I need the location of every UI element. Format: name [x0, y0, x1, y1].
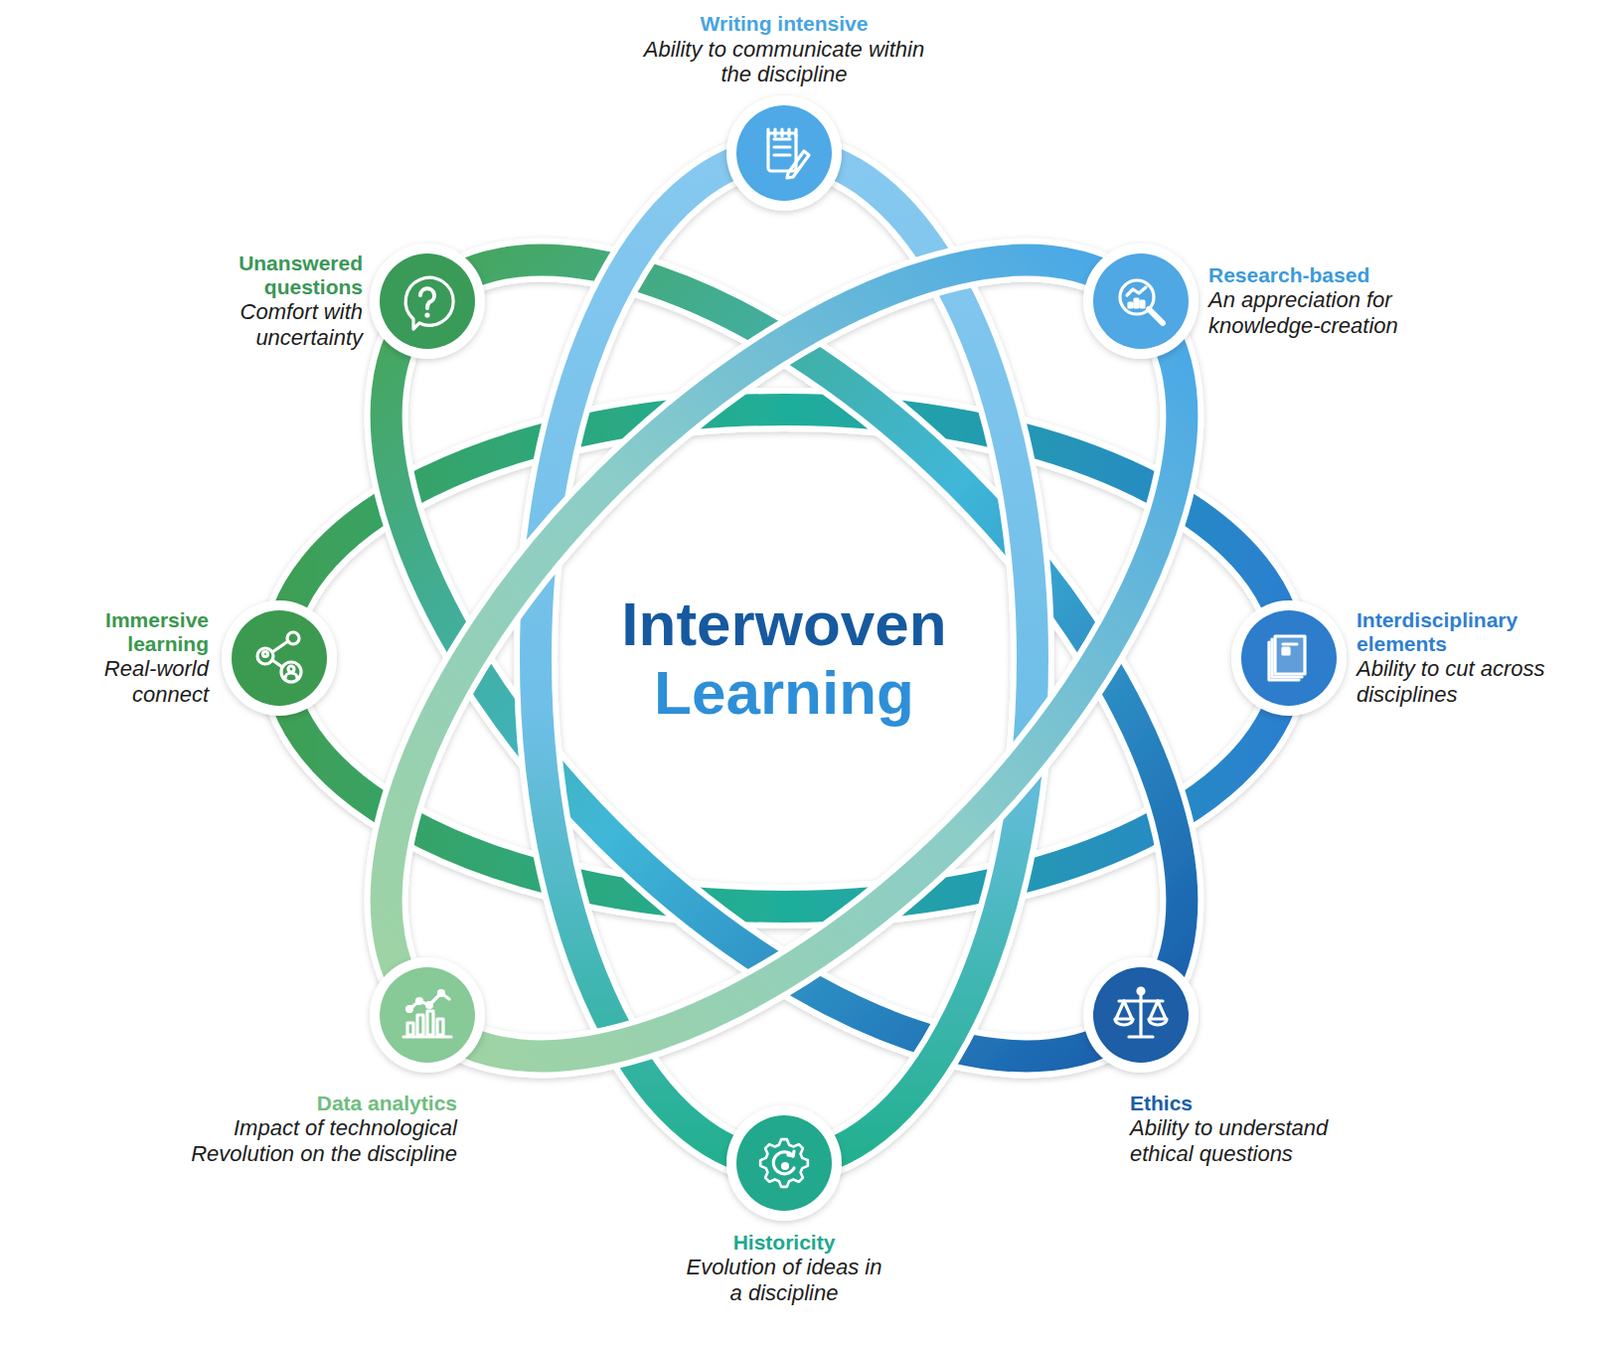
node-heading: Data analytics	[168, 1091, 458, 1116]
icon-circle	[726, 95, 842, 211]
icon-circle	[1083, 957, 1199, 1073]
woven-band	[251, 125, 1317, 1191]
node-description: An appreciation for knowledge-creation	[1208, 287, 1438, 338]
node-description: Ability to cut across disciplines	[1356, 655, 1571, 707]
icon-circle	[369, 243, 485, 359]
node-label: HistoricityEvolution of ideas in a disci…	[679, 1230, 889, 1306]
node-heading: Immersive learning	[54, 608, 209, 656]
icon-node: Data analyticsImpact of technological Re…	[369, 957, 485, 1073]
node-label: Interdisciplinary elementsAbility to cut…	[1356, 608, 1571, 708]
icon-circle	[221, 600, 337, 716]
icon-circle	[369, 957, 485, 1073]
node-label: Writing intensiveAbility to communicate …	[635, 11, 934, 88]
woven-band	[535, 153, 1033, 1163]
icon-node: Writing intensiveAbility to communicate …	[726, 95, 842, 211]
icon-node: EthicsAbility to understand ethical ques…	[1083, 957, 1199, 1073]
icon-node: Interdisciplinary elementsAbility to cut…	[1231, 600, 1347, 716]
icon-circle	[726, 1105, 842, 1221]
node-description: Evolution of ideas in a discipline	[679, 1254, 889, 1305]
node-label: EthicsAbility to understand ethical ques…	[1129, 1091, 1389, 1167]
icon-node: Immersive learningReal-world connect	[221, 600, 337, 716]
icon-node: Unanswered questionsComfort with uncerta…	[369, 243, 485, 359]
node-heading: Unanswered questions	[188, 251, 363, 300]
node-label: Data analyticsImpact of technological Re…	[168, 1091, 458, 1167]
woven-band	[279, 409, 1289, 907]
node-description: Impact of technological Revolution on th…	[168, 1115, 458, 1166]
icon-circle	[1083, 243, 1199, 359]
woven-band	[251, 125, 1317, 1191]
diagram-title: Interwoven Learning	[585, 589, 983, 728]
node-heading: Research-based	[1208, 263, 1438, 288]
node-description: Ability to understand ethical questions	[1129, 1115, 1389, 1166]
node-description: Comfort with uncertainty	[188, 299, 363, 350]
node-description: Ability to communicate within the discip…	[635, 36, 934, 88]
node-heading: Historicity	[679, 1230, 889, 1255]
icon-node: HistoricityEvolution of ideas in a disci…	[726, 1105, 842, 1221]
icon-node: Research-basedAn appreciation for knowle…	[1083, 243, 1199, 359]
node-heading: Interdisciplinary elements	[1356, 608, 1571, 656]
node-heading: Writing intensive	[635, 11, 934, 36]
icon-circle	[1231, 600, 1347, 716]
node-label: Immersive learningReal-world connect	[54, 608, 209, 708]
node-label: Research-basedAn appreciation for knowle…	[1208, 263, 1438, 339]
node-description: Real-world connect	[54, 655, 209, 707]
node-label: Unanswered questionsComfort with uncerta…	[188, 251, 363, 351]
node-heading: Ethics	[1129, 1091, 1389, 1116]
